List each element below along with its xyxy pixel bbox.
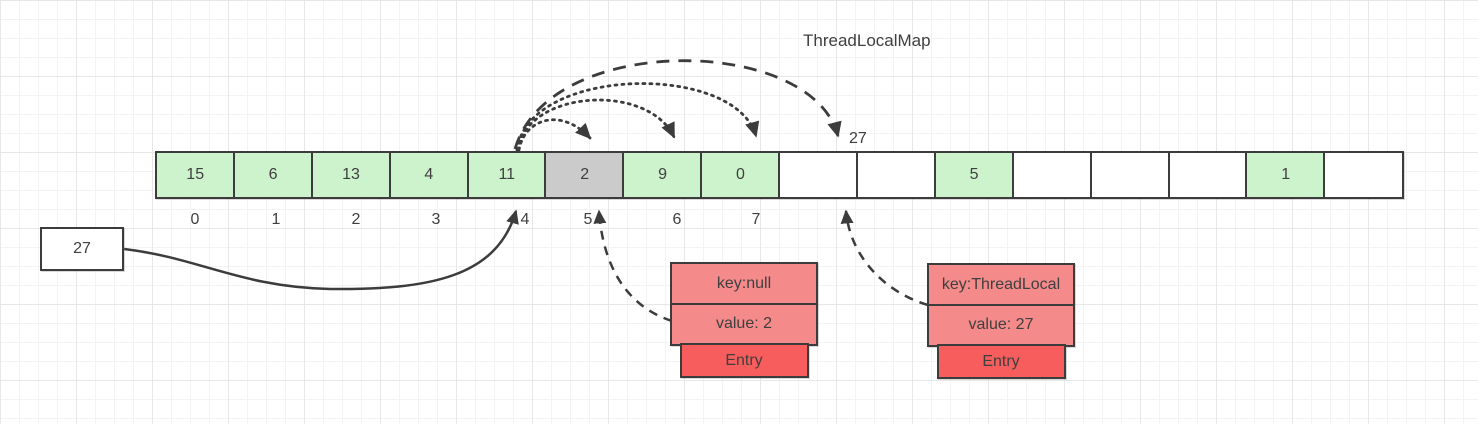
array-cell-3: 4 [388, 151, 470, 199]
entry-threadlocal-key: key:ThreadLocal [927, 263, 1075, 306]
array-cell-8 [778, 151, 859, 199]
index-label-4: 4 [520, 211, 530, 228]
entry-threadlocal-to-slot-8-arrow [840, 209, 929, 307]
incoming-value-box: 27 [40, 227, 124, 271]
entry-null-key: key:null [670, 262, 818, 305]
array-cell-11 [1011, 151, 1093, 199]
index-label-5: 5 [583, 211, 593, 228]
array-cell-0: 15 [155, 151, 236, 199]
value-box-to-slot-4-arrow [123, 209, 519, 291]
index-label-7: 7 [751, 211, 761, 228]
diagram-title: ThreadLocalMap [803, 31, 931, 50]
array-cell-12 [1089, 151, 1171, 199]
array-cell-15 [1323, 151, 1404, 199]
array-cell-10: 5 [933, 151, 1015, 199]
hash-array: 15 6 13 4 11 2 9 0 5 1 [155, 151, 1404, 199]
array-cell-5: 2 [544, 151, 625, 199]
array-cell-14: 1 [1245, 151, 1326, 199]
probe-hop-4-to-7-arc [515, 82, 760, 152]
entry-null: key:null value: 2 Entry [670, 262, 818, 378]
array-cell-4: 11 [466, 151, 547, 199]
probe-hop-4-to-5-arc [517, 118, 592, 152]
array-cell-13 [1167, 151, 1248, 199]
entry-null-footer: Entry [679, 343, 809, 378]
array-cell-7: 0 [700, 151, 781, 199]
array-cell-9 [856, 151, 937, 199]
index-label-2: 2 [351, 211, 361, 228]
entry-threadlocal: key:ThreadLocal value: 27 Entry [927, 263, 1075, 379]
index-label-0: 0 [190, 211, 200, 228]
array-cell-1: 6 [232, 151, 314, 199]
probe-value-label: 27 [849, 130, 867, 147]
probe-hop-4-to-6-arc [516, 98, 676, 152]
entry-null-to-slot-5-arrow [593, 209, 673, 323]
probe-hop-4-to-8-arc [513, 59, 842, 150]
array-cell-2: 13 [310, 151, 392, 199]
entry-threadlocal-footer: Entry [936, 344, 1066, 379]
entry-threadlocal-value: value: 27 [927, 303, 1075, 347]
entry-null-value: value: 2 [670, 302, 818, 346]
array-cell-6: 9 [622, 151, 703, 199]
index-label-3: 3 [431, 211, 441, 228]
index-label-6: 6 [672, 211, 682, 228]
index-label-1: 1 [271, 211, 281, 228]
